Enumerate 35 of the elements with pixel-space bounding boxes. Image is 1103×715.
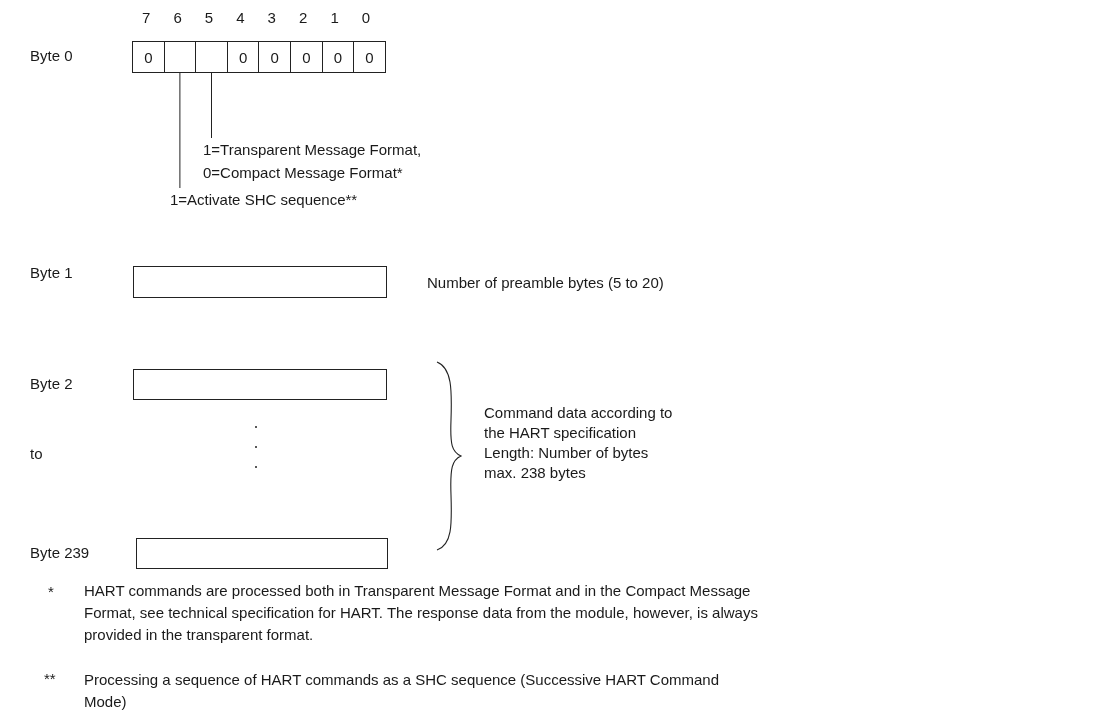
bit-number: 5	[204, 8, 214, 28]
byte-label: Byte 0	[30, 46, 73, 66]
bit-field: 0	[258, 41, 291, 73]
bit-number: 7	[142, 8, 151, 28]
byte-label: Byte 239	[30, 543, 90, 563]
bit-number: 0	[361, 8, 371, 28]
byte-field	[133, 266, 387, 298]
field-description: Length: Number of bytes	[484, 443, 649, 463]
byte-field	[136, 538, 388, 569]
footnote-text: Processing a sequence of HART commands as a SHC sequence (Successive HART Command Mode)	[84, 670, 721, 712]
leader-line	[211, 72, 212, 139]
bit-number: 1	[330, 8, 339, 28]
bit-field: 0	[132, 41, 165, 73]
leader-line	[179, 72, 181, 189]
bit-number: 6	[173, 8, 182, 28]
byte-label: Byte 2	[30, 374, 73, 394]
bit-field: 0	[290, 41, 323, 73]
field-description: the HART specification	[484, 423, 637, 443]
bit-number: 4	[236, 8, 245, 28]
bit-field: 0	[353, 41, 386, 73]
footnote-mark: *	[48, 582, 54, 602]
range-label: to	[30, 444, 43, 464]
bit-number: 3	[267, 8, 276, 28]
bit-description: 1=Transparent Message Format,	[203, 140, 423, 160]
field-description: max. 238 bytes	[484, 463, 586, 483]
bit-field	[195, 41, 228, 73]
field-description: Command data according to	[484, 403, 673, 423]
footnote-text: HART commands are processed both in Transparent Message Format and in the Compact Message Format, see technical specification for HART. The response data from the module, however, is always provided in the transparent format.	[84, 581, 759, 645]
bit-description: 1=Activate SHC sequence**	[170, 190, 359, 210]
byte-label: Byte 1	[30, 263, 73, 283]
byte-field	[133, 369, 387, 400]
footnote-mark: **	[44, 669, 56, 689]
field-description: Number of preamble bytes (5 to 20)	[427, 273, 664, 293]
bit-description: 0=Compact Message Format*	[203, 163, 404, 183]
bit-number: 2	[299, 8, 308, 28]
